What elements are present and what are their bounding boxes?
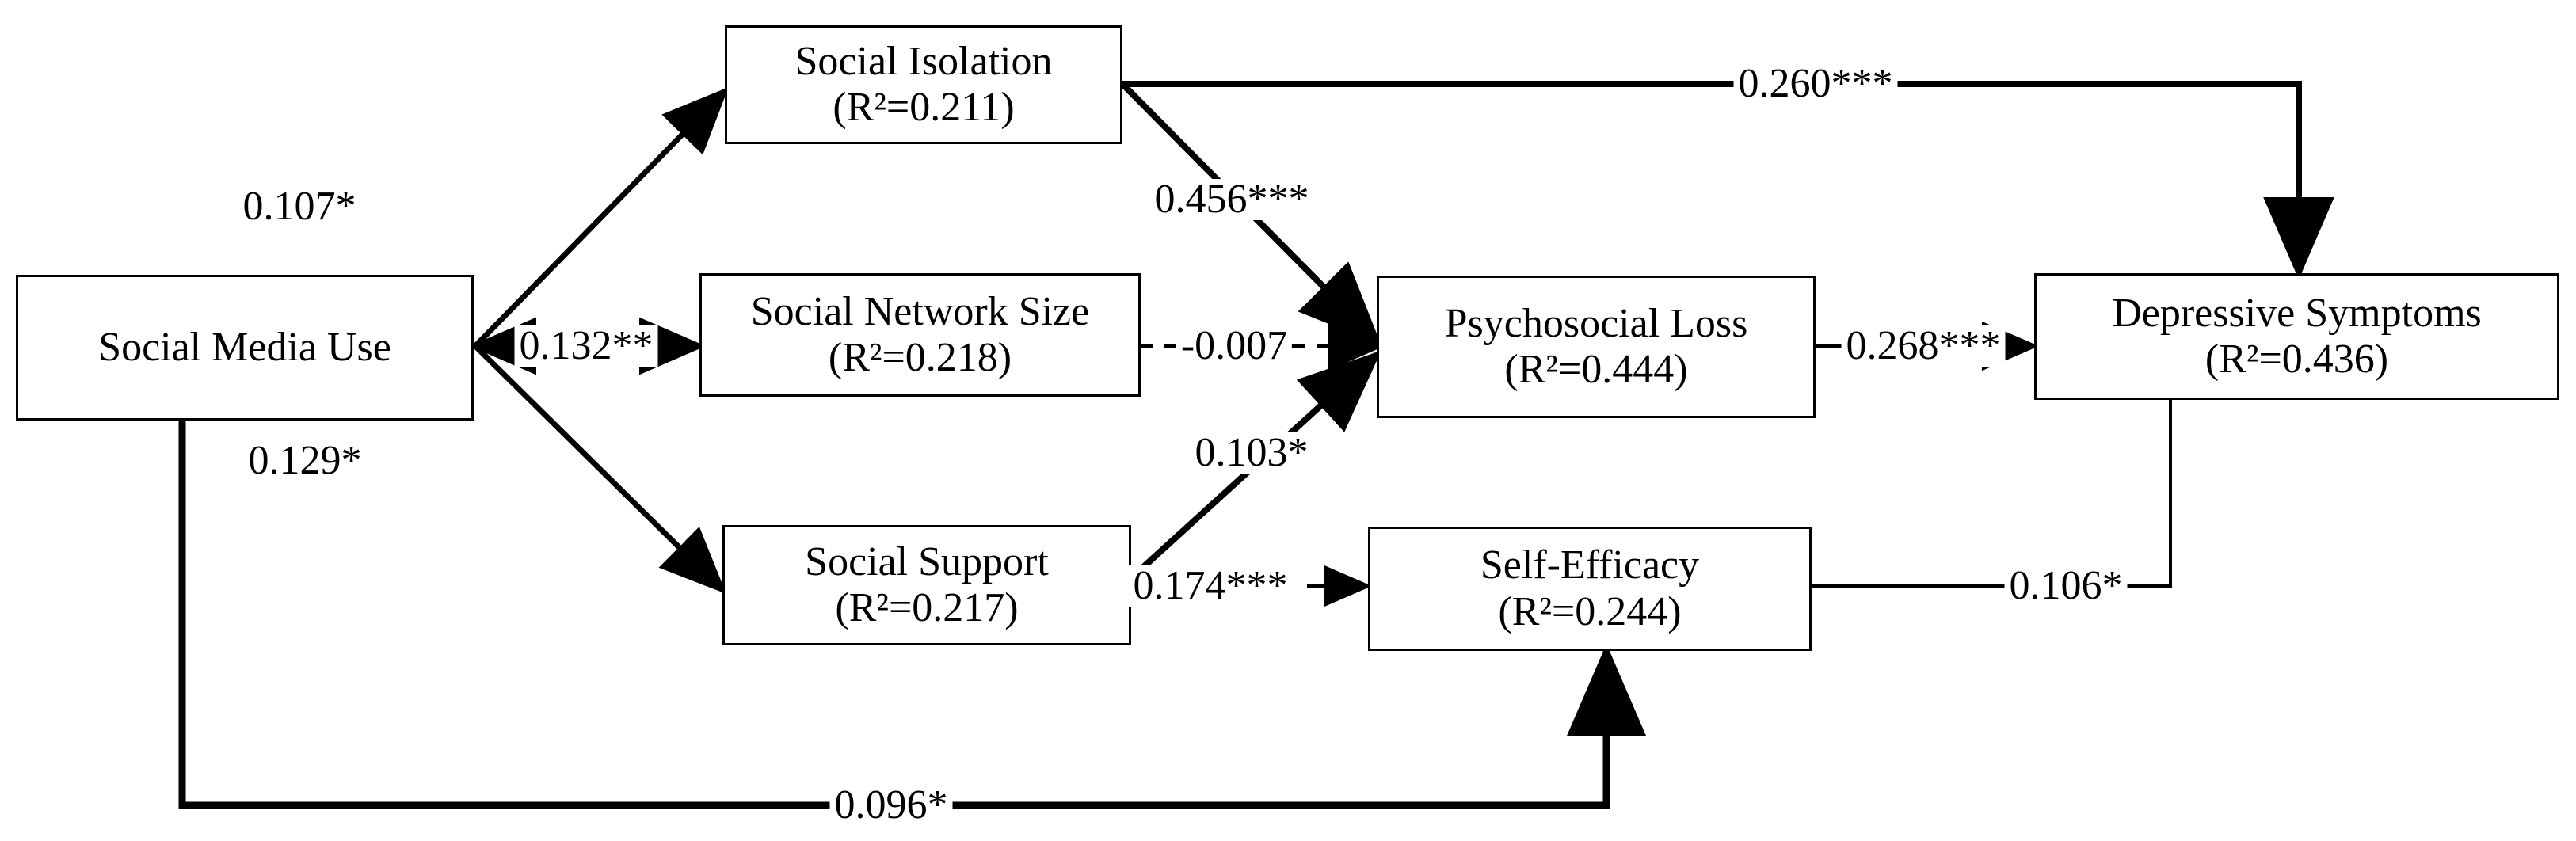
- node-social-isolation[interactable]: Social Isolation (R²=0.211): [725, 25, 1122, 144]
- edge-label-social-isolation-depressive-symptoms: 0.260***: [1733, 63, 1898, 105]
- edge-label-smu-self-efficacy: 0.096*: [829, 785, 953, 826]
- edge-social-isolation-to-depressive-symptoms: [1069, 81, 2334, 280]
- node-label: Social Support: [805, 538, 1049, 584]
- node-label: Social Isolation: [795, 38, 1053, 84]
- edge-self-efficacy-to-depressive-symptoms: [1812, 399, 2172, 588]
- node-label: Depressive Symptoms: [2112, 290, 2482, 336]
- node-r2: (R²=0.218): [828, 335, 1012, 380]
- edge-label-self-efficacy-depressive-symptoms: 0.106*: [2004, 565, 2128, 607]
- node-r2: (R²=0.436): [2204, 337, 2389, 382]
- node-psychosocial-loss[interactable]: Psychosocial Loss (R²=0.444): [1377, 276, 1816, 418]
- edge-label-smu-social-network-size: 0.132**: [514, 325, 658, 367]
- node-social-support[interactable]: Social Support (R²=0.217): [722, 525, 1131, 645]
- node-label: Self-Efficacy: [1480, 542, 1700, 588]
- edge-label-social-support-psychosocial-loss: 0.103*: [1190, 432, 1313, 474]
- node-r2: (R²=0.444): [1504, 347, 1688, 392]
- edge-label-psychosocial-loss-depressive-symptoms: 0.268***: [1841, 325, 2006, 367]
- edge-smu-to-social-isolation: [473, 86, 729, 348]
- edge-smu-to-social-support: [473, 344, 726, 594]
- node-label: Social Network Size: [750, 288, 1090, 334]
- node-depressive-symptoms[interactable]: Depressive Symptoms (R²=0.436): [2034, 273, 2559, 400]
- edge-label-smu-social-support: 0.129*: [243, 440, 367, 481]
- edge-label-social-isolation-psychosocial-loss: 0.456***: [1149, 179, 1314, 220]
- edge-label-social-network-size-psychosocial-loss: -0.007: [1176, 325, 1293, 367]
- node-r2: (R²=0.211): [833, 85, 1015, 130]
- node-r2: (R²=0.244): [1498, 588, 1682, 634]
- node-label: Psychosocial Loss: [1444, 300, 1748, 346]
- edge-label-social-support-self-efficacy: 0.174***: [1128, 565, 1293, 607]
- node-label: Social Media Use: [98, 324, 391, 370]
- edge-label-smu-social-isolation: 0.107*: [238, 186, 361, 227]
- node-self-efficacy[interactable]: Self-Efficacy (R²=0.244): [1368, 527, 1812, 651]
- node-r2: (R²=0.217): [835, 585, 1019, 630]
- node-social-network-size[interactable]: Social Network Size (R²=0.218): [699, 273, 1141, 397]
- node-social-media-use[interactable]: Social Media Use: [16, 275, 474, 420]
